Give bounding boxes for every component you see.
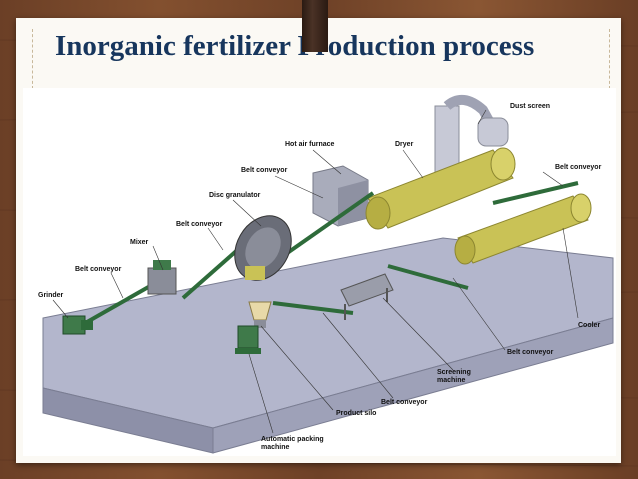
label-hot-air-furnace: Hot air furnace xyxy=(285,141,335,148)
label-belt-conveyor-bottom-right: Belt conveyor xyxy=(507,349,554,356)
label-dust-screen: Dust screen xyxy=(510,103,550,110)
dryer xyxy=(365,147,516,230)
label-belt-conveyor-mid: Belt conveyor xyxy=(176,221,223,228)
title-frame xyxy=(32,29,610,89)
label-product-silo: Product silo xyxy=(336,410,376,417)
label-grinder: Grinder xyxy=(38,292,64,299)
automatic-packing-machine xyxy=(235,325,261,354)
label-belt-conveyor-left: Belt conveyor xyxy=(75,266,122,273)
disc-granulator xyxy=(234,215,292,281)
screening-machine xyxy=(340,273,394,320)
label-belt-conveyor-top: Belt conveyor xyxy=(241,167,288,174)
label-belt-conveyor-bottom: Belt conveyor xyxy=(381,399,428,406)
label-dryer: Dryer xyxy=(395,141,414,148)
slide-title: Inorganic fertilizer Production process xyxy=(55,30,535,62)
cooler xyxy=(454,193,592,265)
diagram-labels: Dust screen Hot air furnace Dryer Belt c… xyxy=(38,103,602,451)
label-cooler: Cooler xyxy=(578,322,600,329)
product-silo xyxy=(248,301,272,328)
label-mixer: Mixer xyxy=(130,239,149,246)
grinder xyxy=(62,315,93,335)
label-belt-conveyor-right: Belt conveyor xyxy=(555,164,602,171)
dark-tab-accent xyxy=(302,0,328,52)
process-diagram: Dust screen Hot air furnace Dryer Belt c… xyxy=(23,88,616,456)
callout-lines xyxy=(52,109,579,434)
factory-platform xyxy=(42,237,614,454)
label-disc-granulator: Disc granulator xyxy=(209,192,261,199)
